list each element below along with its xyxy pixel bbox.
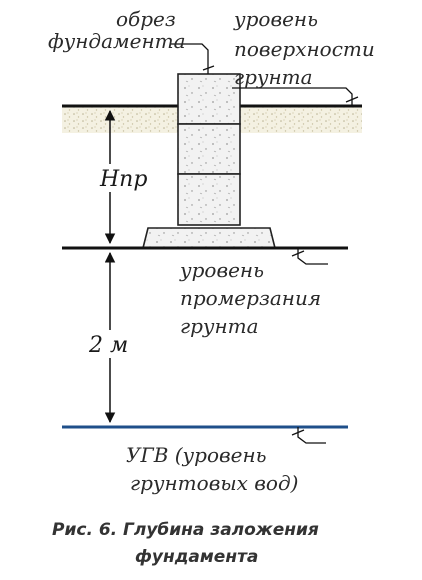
frost-leader — [297, 248, 328, 265]
frost-label-line3: грунта — [180, 314, 259, 338]
foundation-block-1 — [177, 73, 241, 125]
groundwater-label-line2: грунтовых вод) — [130, 471, 298, 495]
surface-label-line1: уровень — [233, 7, 318, 31]
depth-dimension-label: Нпр — [99, 167, 147, 192]
groundwater-leader — [297, 427, 326, 444]
footing-top-tick — [202, 65, 215, 71]
foundation-block-3 — [177, 173, 241, 226]
gap-label-mask — [88, 330, 132, 358]
foundation-wall — [177, 73, 241, 226]
figure-caption-line2: фундамента — [135, 547, 258, 567]
groundwater-label-line1: УГВ (уровень — [126, 443, 267, 467]
surface-label-line2: поверхности — [234, 37, 375, 61]
surface-label-line3: грунта — [234, 65, 313, 89]
surface-tick — [345, 96, 359, 103]
depth-label-mask — [96, 164, 128, 192]
groundwater-tick — [291, 429, 305, 436]
surface-leader — [232, 87, 353, 106]
footing-top-label-line2: фундамента — [48, 29, 186, 53]
footing-top-leader — [170, 43, 209, 74]
frost-label-line1: уровень — [179, 258, 264, 282]
foundation-block-2 — [177, 123, 241, 175]
figure-caption-line1: Рис. 6. Глубина заложения — [52, 520, 319, 540]
gap-dimension-label: 2 м — [88, 333, 128, 358]
frost-tick — [291, 250, 305, 257]
foundation-footing — [141, 227, 277, 249]
footing-top-label-line1: обрез — [116, 7, 176, 31]
frost-label-line2: промерзания — [180, 286, 321, 310]
